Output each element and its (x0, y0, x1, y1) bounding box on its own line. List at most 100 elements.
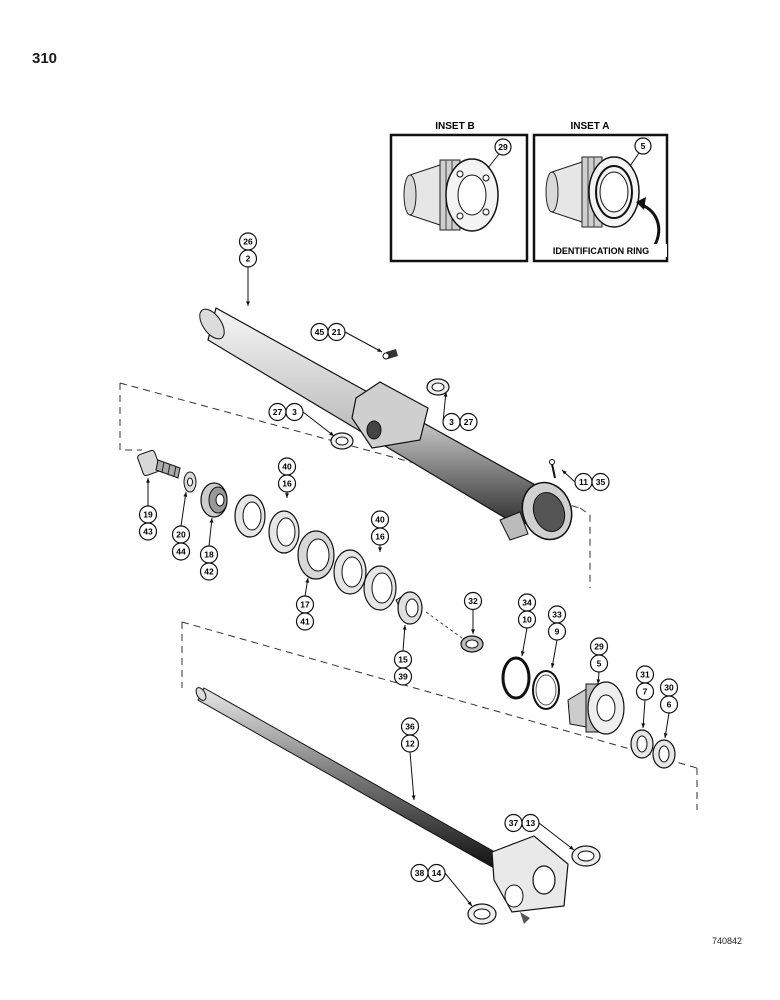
leader-arrowhead (596, 679, 601, 684)
piston-17 (297, 530, 335, 580)
callout-circle (459, 412, 478, 432)
leader-arrowhead (183, 492, 188, 497)
leader-arrowhead (641, 723, 646, 728)
callout-circle (199, 562, 219, 581)
callout-37-13: 37 13 (504, 813, 575, 851)
callout-circle (285, 402, 304, 422)
callout-number: 5 (597, 659, 602, 669)
callout-number: 37 (509, 818, 519, 828)
callout-circle (393, 667, 413, 686)
callout-number: 33 (552, 610, 562, 620)
callout-circle (277, 474, 297, 493)
callout-number: 38 (415, 868, 425, 878)
inset-a-note: IDENTIFICATION RING (553, 246, 649, 256)
leader-arrowhead (305, 578, 310, 583)
cylinder-tube (199, 307, 573, 541)
leader-arrowhead (467, 901, 472, 906)
leader-line (442, 391, 447, 423)
leader-arrowhead (146, 478, 150, 483)
callout-number: 10 (522, 615, 532, 625)
seal-ring-16-b (268, 510, 300, 554)
callout-38-14: 38 14 (410, 863, 473, 907)
leader-line (444, 872, 473, 907)
callout-number: 36 (405, 722, 415, 732)
leader-line (344, 331, 383, 353)
callout-number: 18 (204, 550, 214, 560)
grease-fitting-top (382, 349, 398, 360)
washer (183, 471, 197, 493)
inset-a-title: INSET A (570, 121, 609, 132)
callout-number: 31 (640, 670, 650, 680)
inset-a-gland-illustration (545, 156, 640, 228)
callout-number: 44 (176, 547, 186, 557)
seal-ring-16-d (363, 565, 397, 611)
callout-circle (327, 322, 346, 342)
callout-26-2: 262 (238, 232, 258, 306)
callout-number: 35 (596, 477, 606, 487)
callout-number: 45 (315, 327, 325, 337)
callout-number: 15 (398, 655, 408, 665)
leader-line (302, 411, 335, 437)
leader-arrowhead (329, 431, 334, 436)
callout-number: 9 (555, 627, 560, 637)
wiper-6 (652, 739, 676, 769)
callout-number: 11 (579, 477, 588, 487)
callout-number: 32 (468, 596, 478, 606)
callout-number: 12 (405, 739, 415, 749)
callout-number: 6 (667, 700, 672, 710)
leader-line (521, 627, 528, 657)
leader-arrowhead (246, 301, 250, 306)
callout-number: 21 (332, 327, 342, 337)
callout-number: 30 (664, 683, 674, 693)
seal-7 (630, 729, 654, 759)
callout-circle (171, 542, 191, 561)
callout-number: 40 (375, 515, 385, 525)
inset-b-title: INSET B (435, 121, 474, 132)
callout-number: 40 (282, 462, 292, 472)
nut-18 (200, 482, 228, 518)
bearing-32 (460, 635, 484, 653)
leader-line (538, 822, 575, 851)
callout-circle (238, 249, 258, 268)
inset-b-callout: 29 (498, 142, 508, 152)
backup-ring-9 (532, 670, 560, 710)
callout-30-6: 30 6 (659, 678, 679, 739)
callout-number: 27 (464, 417, 474, 427)
spacer-15 (395, 591, 423, 625)
callout-circle (591, 472, 610, 492)
callout-32: 32 (463, 591, 483, 634)
callout-number: 39 (398, 672, 408, 682)
leader-arrowhead (209, 518, 214, 523)
callout-number: 29 (594, 642, 604, 652)
leader-arrowhead (520, 651, 525, 656)
callout-number: 26 (243, 237, 253, 247)
bushing-upper (426, 378, 450, 396)
callout-number: 14 (432, 868, 442, 878)
leader-arrowhead (562, 470, 567, 475)
leader-line (180, 491, 187, 527)
callout-number: 13 (526, 818, 536, 828)
bushing-14 (467, 903, 497, 925)
callout-number: 42 (204, 567, 214, 577)
callout-number: 27 (273, 407, 283, 417)
inset-b-gland-illustration (403, 158, 499, 232)
callout-33-9: 33 9 (547, 605, 567, 669)
leader-line (551, 639, 558, 669)
leader-line (642, 699, 646, 729)
leader-line (409, 751, 415, 801)
callout-number: 19 (143, 510, 153, 520)
leader-arrowhead (377, 348, 382, 352)
callout-circle (463, 591, 483, 611)
callout-circle (659, 695, 679, 714)
callout-circle (370, 527, 390, 546)
callout-circle (517, 610, 537, 629)
